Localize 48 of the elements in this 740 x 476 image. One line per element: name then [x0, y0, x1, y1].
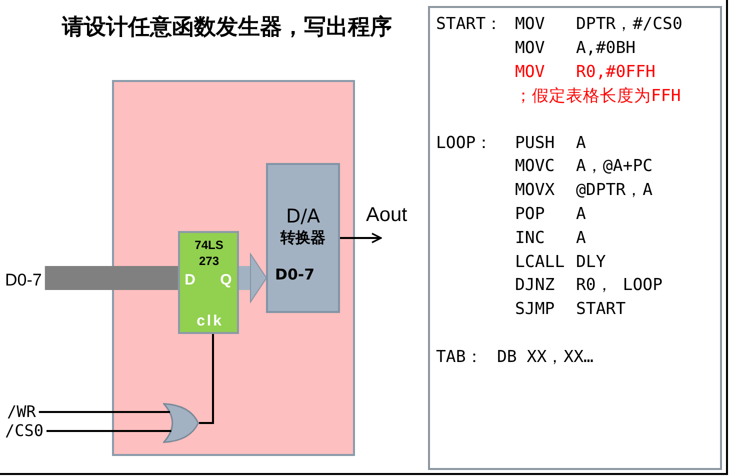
or-gate [163, 403, 199, 443]
latch-box [178, 231, 239, 334]
wire [199, 334, 214, 424]
arrow [340, 232, 382, 244]
box-label: D/A [286, 208, 320, 226]
code-text: SJMP [515, 300, 555, 318]
signal-label: /CS0 [5, 423, 44, 439]
wire [38, 411, 170, 413]
code-text: A [576, 134, 586, 152]
code-text: DLY [576, 254, 606, 270]
code-text: A [576, 230, 586, 246]
code-text: DJNZ [515, 276, 555, 294]
code-text: DPTR，#/CS0 [576, 16, 682, 32]
code-text: DB XX，XX… [497, 348, 594, 366]
title: 请设计任意函数发生器，写出程序 [62, 17, 392, 39]
pin-label: Q [220, 272, 232, 288]
code-text: A [576, 206, 586, 222]
code-text: START [576, 300, 626, 318]
code-text: MOVC [515, 158, 555, 174]
code-text: R0， LOOP [576, 276, 663, 294]
code-text: MOVX [515, 182, 555, 198]
module-box [112, 80, 355, 456]
code-text: POP [515, 206, 545, 222]
chip-label: 74LS 273 [194, 237, 224, 269]
code-text: MOV [515, 40, 545, 56]
pin-label: D [184, 272, 196, 288]
code-text: R0,#0FFH [576, 64, 656, 80]
code-text: ；假定表格长度为FFH [515, 88, 681, 104]
code-text: MOV [515, 16, 545, 32]
code-text: INC [515, 230, 545, 246]
code-text: @DPTR，A [576, 182, 653, 198]
code-text: A,#0BH [576, 40, 636, 56]
code-text: LCALL [515, 254, 565, 270]
code-text: MOV [515, 64, 545, 80]
pin-label: D0-7 [275, 268, 315, 282]
code-text: LOOP： [436, 134, 493, 152]
code-text: TAB： [436, 348, 483, 366]
code-text: PUSH [515, 134, 555, 152]
signal-label: /WR [7, 404, 36, 420]
pin-label: clk [196, 314, 224, 328]
code-text: START： [436, 16, 503, 32]
block-arrow [239, 254, 267, 302]
signal-label: D0-7 [5, 272, 42, 288]
converter-box [266, 163, 340, 313]
wire [46, 430, 172, 432]
code-text: A，@A+PC [576, 158, 653, 174]
code-box [428, 6, 722, 470]
box-label: 转换器 [280, 230, 326, 246]
